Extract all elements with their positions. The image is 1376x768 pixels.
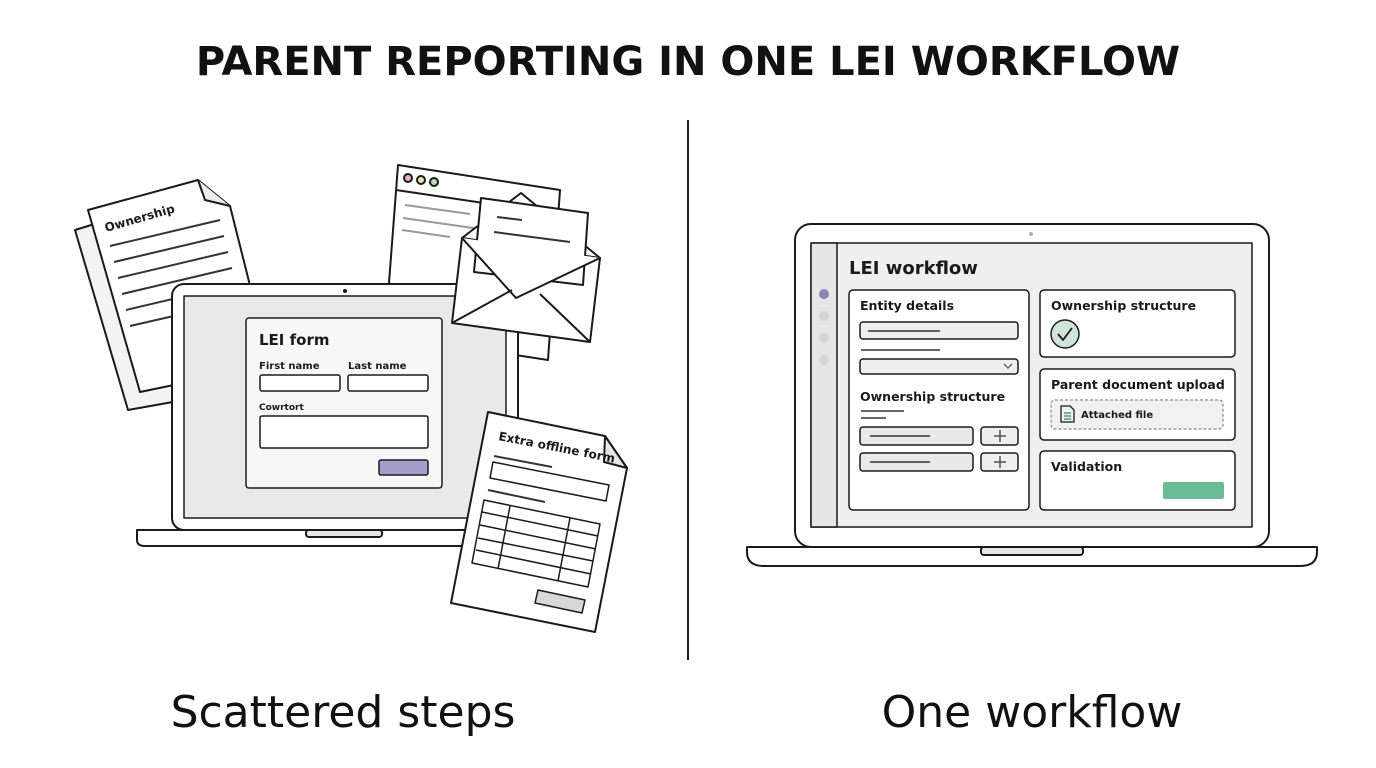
scattered-steps-illustration: LEI form First name Last name Cowrtort: [74, 164, 628, 633]
entity-details-title: Entity details: [860, 298, 954, 313]
one-workflow-illustration: [746, 223, 1318, 567]
lei-form-submit-button[interactable]: [378, 459, 429, 476]
right-caption: One workflow: [882, 687, 1183, 738]
entity-details-panel: [848, 289, 1030, 511]
extra-offline-form: [450, 411, 628, 633]
last-name-label: Last name: [348, 361, 407, 372]
sidebar-step[interactable]: [819, 311, 829, 321]
browser-close-dot: [403, 173, 413, 183]
attached-file-label: Attached file: [1081, 410, 1153, 421]
third-field-label: Cowrtort: [259, 403, 304, 413]
parent-upload-title: Parent document upload: [1051, 377, 1225, 392]
app-sidebar: [810, 242, 838, 528]
browser-minimize-dot: [416, 175, 426, 185]
entity-type-select[interactable]: [859, 358, 1019, 375]
file-icon: [1060, 405, 1075, 423]
check-icon: [1050, 319, 1080, 349]
parent-upload-card: [1039, 368, 1236, 441]
sidebar-step[interactable]: [819, 333, 829, 343]
sidebar-step-active[interactable]: [819, 289, 829, 299]
offline-form-button: [534, 589, 586, 614]
ownership-structure-card-title: Ownership structure: [1051, 298, 1196, 313]
envelope-icon: [451, 192, 601, 343]
page-title: PARENT REPORTING IN ONE LEI WORKFLOW: [196, 39, 1180, 85]
last-name-field[interactable]: [347, 374, 429, 392]
ownership-structure-inner-title: Ownership structure: [860, 389, 1005, 404]
validation-title: Validation: [1051, 459, 1122, 474]
ownership-structure-card: [1039, 289, 1236, 358]
validation-card: [1039, 450, 1236, 511]
sidebar-step[interactable]: [819, 355, 829, 365]
validate-button[interactable]: [1163, 482, 1224, 499]
lei-form-card: LEI form First name Last name Cowrtort: [245, 317, 443, 489]
left-caption: Scattered steps: [171, 687, 516, 738]
chevron-down-icon: [1003, 363, 1013, 369]
first-name-field[interactable]: [259, 374, 341, 392]
first-name-label: First name: [259, 361, 320, 372]
attached-file-dropzone[interactable]: [1050, 399, 1224, 430]
offline-form-table: [471, 499, 601, 588]
browser-maximize-dot: [429, 177, 439, 187]
third-field[interactable]: [259, 415, 429, 449]
app-title: LEI workflow: [849, 258, 978, 279]
lei-form-title: LEI form: [259, 331, 329, 349]
